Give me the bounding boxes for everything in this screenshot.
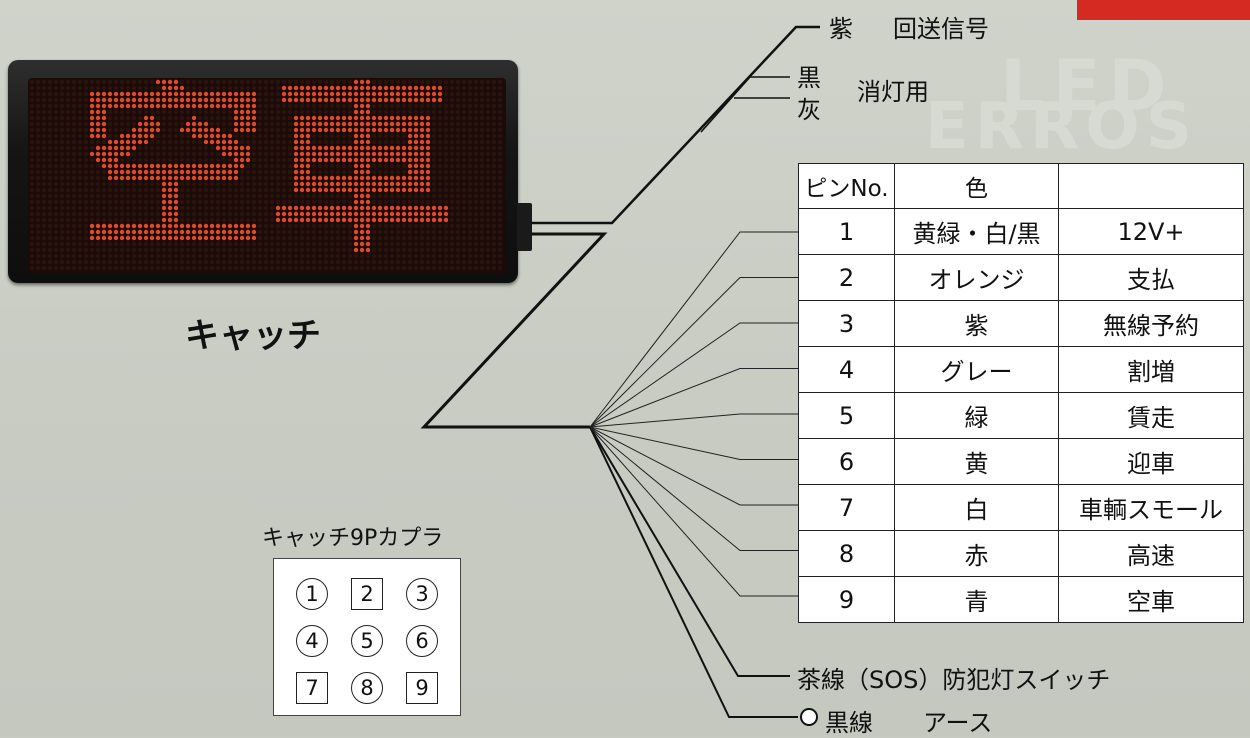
fan-wire-pin-1 <box>589 231 798 428</box>
wire-gray-color: 灰 <box>797 96 821 124</box>
coupler-pin-1: 1 <box>296 578 328 610</box>
coupler-pin-4: 4 <box>296 625 328 657</box>
pin-number: 9 <box>798 576 895 623</box>
fan-wire-pin-2 <box>589 277 798 428</box>
wire-color: グレー <box>894 346 1059 393</box>
coupler-pin-5: 5 <box>351 625 383 657</box>
pin-function: 支払 <box>1058 254 1244 301</box>
main-cable-line <box>420 232 608 429</box>
wire-color: 黄緑・白/黒 <box>894 208 1059 255</box>
wire-ground-color: 黒線 <box>825 709 873 737</box>
wire-purple-color: 紫 <box>829 15 853 43</box>
pin-number: 6 <box>798 438 895 485</box>
fan-wire-pin-8 <box>589 426 798 551</box>
wire-black-line <box>700 76 790 133</box>
pin-number: 7 <box>798 484 895 531</box>
coupler-pin-3: 3 <box>406 578 438 610</box>
wire-brown-line <box>589 426 790 677</box>
coupler-pin-2: 2 <box>351 578 383 610</box>
fan-wire-pin-3 <box>589 322 798 428</box>
background-watermark: ERROS <box>925 90 1198 164</box>
header-color: 色 <box>894 163 1059 209</box>
pin-number: 5 <box>798 392 895 439</box>
wire-color: 白 <box>894 484 1059 531</box>
coupler-title: キャッチ9Pカプラ <box>262 526 444 551</box>
wire-brown-label: 茶線（SOS）防犯灯スイッチ <box>797 666 1111 694</box>
device-connector <box>517 203 532 251</box>
pin-number: 2 <box>798 254 895 301</box>
pin-function: 賃走 <box>1058 392 1244 439</box>
pin-function: 迎車 <box>1058 438 1244 485</box>
wire-ground-function: アース <box>923 709 993 737</box>
wire-black-function: 消灯用 <box>857 78 929 106</box>
pin-function: 12V+ <box>1058 208 1244 255</box>
pin-function: 高速 <box>1058 530 1244 577</box>
coupler-pin-6: 6 <box>406 625 438 657</box>
wire-color: 緑 <box>894 392 1059 439</box>
wire-color: 青 <box>894 576 1059 623</box>
fan-wire-pin-4 <box>589 368 798 428</box>
fan-wire-pin-5 <box>589 413 798 428</box>
wire-black-color: 黒 <box>797 64 821 92</box>
wire-purple-function: 回送信号 <box>893 15 989 43</box>
ground-terminal-icon <box>800 708 818 726</box>
pin-function: 車輌スモール <box>1058 484 1244 531</box>
wire-color: 赤 <box>894 530 1059 577</box>
pin-function: 割増 <box>1058 346 1244 393</box>
coupler-pin-8: 8 <box>351 672 383 704</box>
wire-color: オレンジ <box>894 254 1059 301</box>
led-dot-matrix <box>29 79 503 271</box>
pin-function: 無線予約 <box>1058 300 1244 347</box>
pin-number: 4 <box>798 346 895 393</box>
pin-number: 1 <box>798 208 895 255</box>
pin-number: 8 <box>798 530 895 577</box>
device-name: キャッチ <box>185 316 321 356</box>
wire-ground-line <box>589 426 798 718</box>
pin-function: 空車 <box>1058 576 1244 623</box>
header-pin-no: ピンNo. <box>798 163 895 209</box>
catch-led-display-device <box>8 60 518 283</box>
wire-color: 黄 <box>894 438 1059 485</box>
led-screen <box>28 78 506 274</box>
wire-purple-line <box>531 25 820 225</box>
pin-fan-wires <box>589 231 798 597</box>
fan-wire-pin-9 <box>589 426 798 597</box>
corner-accent-tab <box>1077 0 1250 20</box>
fan-wire-pin-6 <box>589 426 798 460</box>
table-header-row: ピンNo. 色 <box>798 163 1244 209</box>
header-function <box>1058 163 1244 209</box>
coupler-pin-7: 7 <box>296 672 328 704</box>
background-watermark: LED <box>1000 45 1175 127</box>
fan-wire-pin-7 <box>589 426 798 506</box>
wire-color: 紫 <box>894 300 1059 347</box>
pin-number: 3 <box>798 300 895 347</box>
coupler-pin-9: 9 <box>406 672 438 704</box>
